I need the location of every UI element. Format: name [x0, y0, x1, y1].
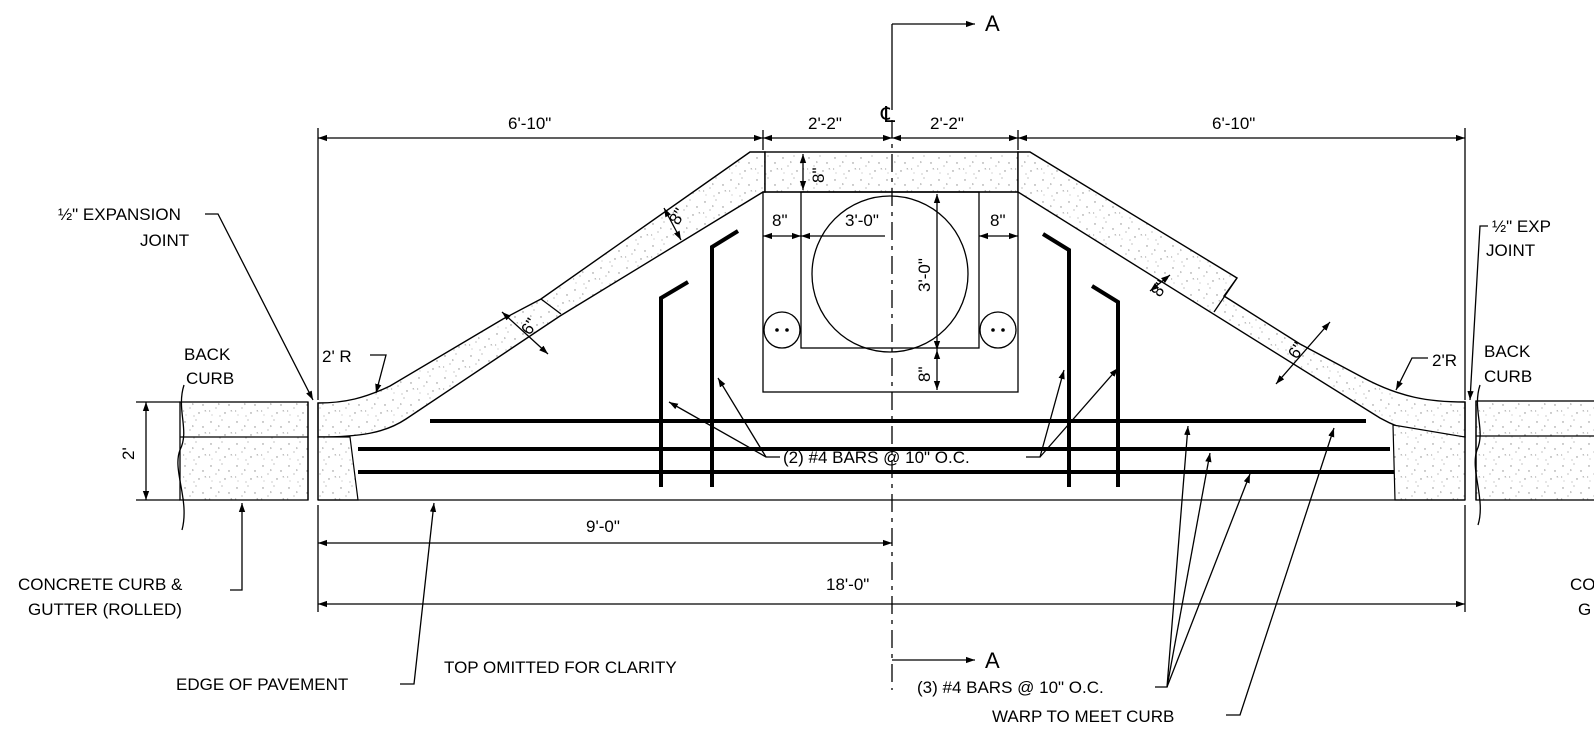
label-back-curb-right-line1: BACK	[1484, 342, 1531, 361]
left-back-curb	[179, 401, 309, 501]
dim-right-wall: 8"	[990, 211, 1006, 230]
bottom-dimension-lines	[317, 505, 1466, 612]
dim-bottom-slab: 8"	[915, 367, 934, 383]
label-back-curb-left-line2: CURB	[186, 369, 234, 388]
right-gutter-block	[1392, 424, 1466, 501]
left-curb-break-line	[177, 384, 185, 531]
left-gutter-block	[317, 436, 359, 501]
label-top-omitted: TOP OMITTED FOR CLARITY	[444, 658, 677, 677]
label-expansion-joint-left: ½" EXPANSION	[58, 205, 181, 224]
right-wing-slab	[1017, 151, 1466, 438]
centerline-symbol: ℄	[880, 102, 896, 127]
top-dimension-lines	[317, 128, 1466, 400]
label-concrete-curb-left-line1: CONCRETE CURB &	[18, 575, 183, 594]
right-weep-circle	[979, 311, 1017, 349]
label-radius-right: 2'R	[1432, 351, 1457, 370]
dim-left-center: 2'-2"	[808, 114, 842, 133]
right-back-curb	[1475, 400, 1594, 501]
dim-right-center: 2'-2"	[930, 114, 964, 133]
section-mark-bottom-label: A	[985, 648, 1000, 673]
curb-height-dimension	[136, 401, 180, 501]
label-concrete-curb-right-line2: G	[1578, 600, 1591, 619]
label-back-curb-left-line1: BACK	[184, 345, 231, 364]
label-bars-upper: (2) #4 BARS @ 10" O.C.	[783, 448, 970, 467]
section-mark-top-label: A	[985, 11, 1000, 36]
leader-lines	[205, 213, 1488, 716]
left-weep-circle	[763, 311, 801, 349]
dim-pipe-width: 3'-0"	[845, 211, 879, 230]
dim-curb-height: 2'	[119, 447, 138, 460]
label-bars-lower: (3) #4 BARS @ 10" O.C.	[917, 678, 1104, 697]
left-wing-slab	[317, 151, 766, 438]
dim-pipe-height: 3'-0"	[915, 258, 934, 292]
inner-dimension-lines	[501, 154, 1331, 390]
headwall-box	[762, 191, 1019, 393]
label-concrete-curb-right-line1: CO	[1570, 575, 1594, 594]
label-expansion-joint-right: ½" EXP	[1492, 217, 1551, 236]
dim-half-width: 9'-0"	[586, 517, 620, 536]
dim-overall-width: 18'-0"	[826, 575, 869, 594]
pipe-circle	[811, 195, 969, 353]
dim-left-wall: 8"	[772, 211, 788, 230]
label-expansion-joint-left-line2: JOINT	[140, 231, 189, 250]
section-mark-top	[891, 20, 975, 110]
dim-right-wing: 6'-10"	[1212, 114, 1255, 133]
reinforcing-bars	[358, 229, 1394, 487]
label-radius-left: 2' R	[322, 347, 352, 366]
label-expansion-joint-right-line2: JOINT	[1486, 241, 1535, 260]
label-edge-of-pavement: EDGE OF PAVEMENT	[176, 675, 348, 694]
label-back-curb-right-line2: CURB	[1484, 367, 1532, 386]
right-curb-break-line	[1474, 384, 1481, 526]
concrete-sections	[179, 151, 1594, 501]
label-warp-to-meet-curb: WARP TO MEET CURB	[992, 707, 1174, 726]
label-concrete-curb-left-line2: GUTTER (ROLLED)	[28, 600, 182, 619]
dim-top-slab: 8"	[809, 168, 828, 184]
dim-left-wing: 6'-10"	[508, 114, 551, 133]
